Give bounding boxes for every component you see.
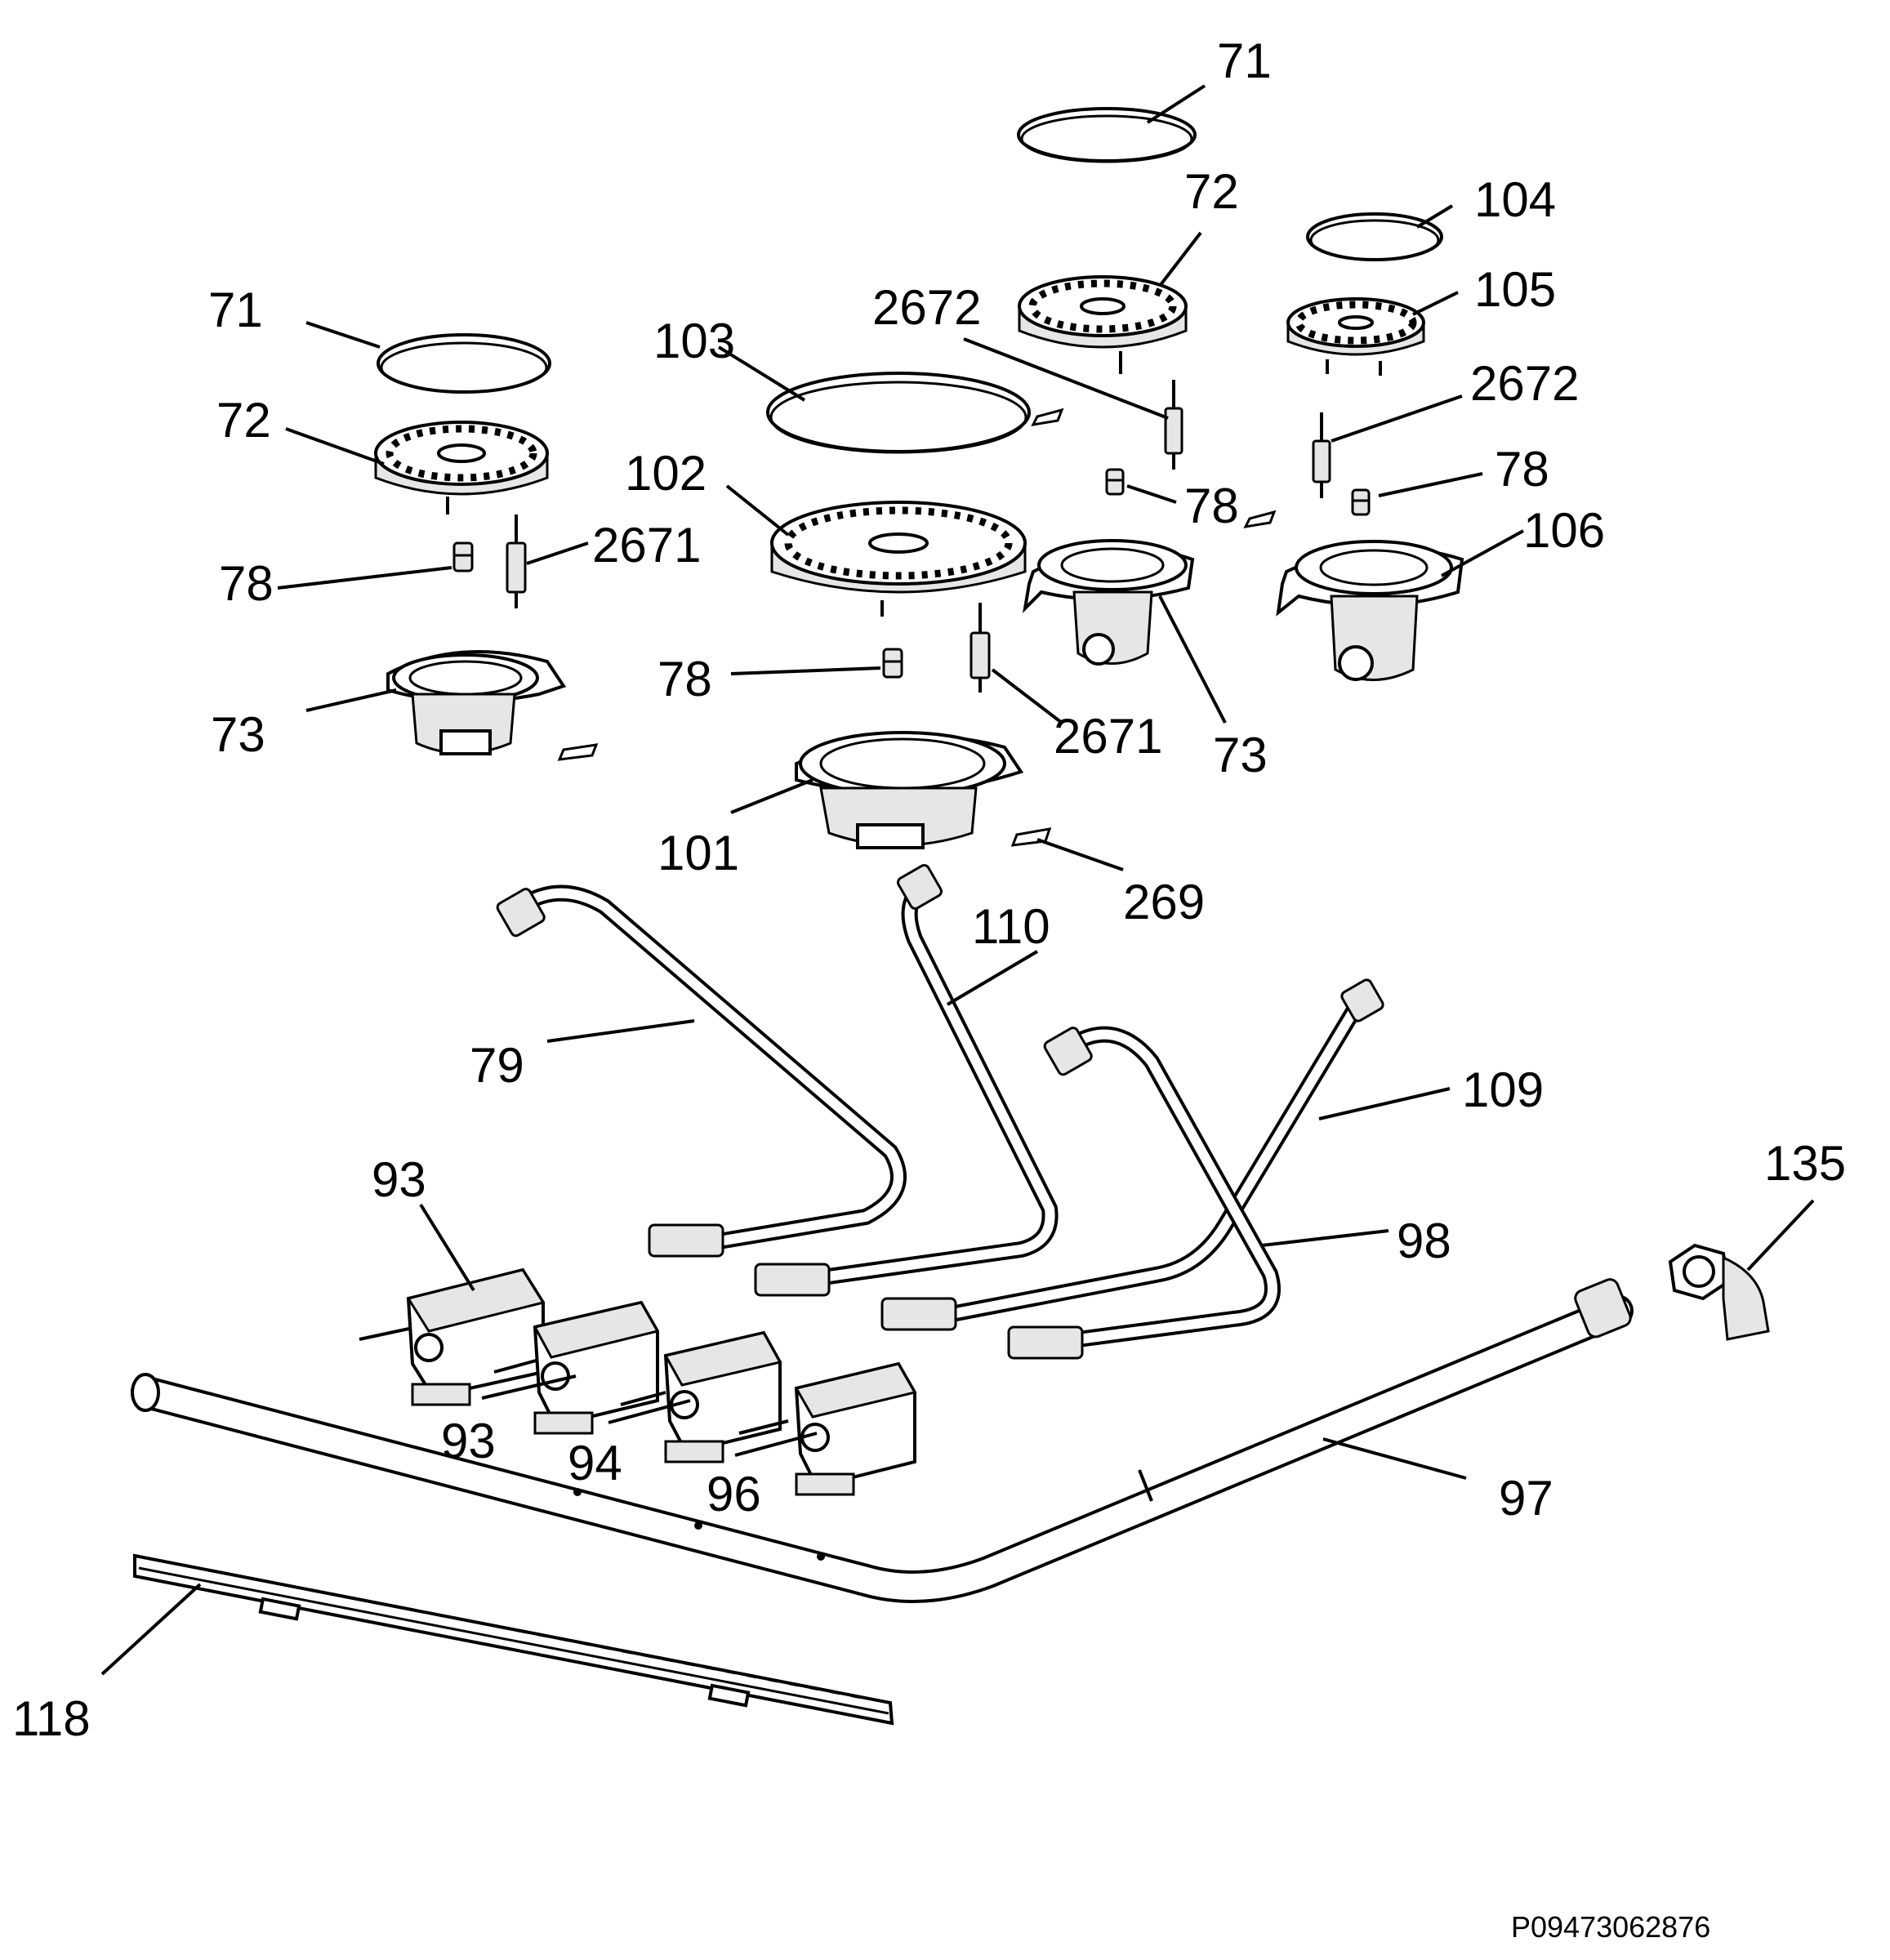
burner-body-101	[795, 731, 1024, 849]
callout-104: 104	[1474, 172, 1556, 227]
gas-pipe-79	[496, 884, 907, 1258]
callout-105: 105	[1474, 262, 1556, 317]
gas-tap-93-top	[359, 1267, 546, 1406]
callout-96: 96	[707, 1467, 761, 1521]
injector-78-mid	[1105, 468, 1125, 496]
burner-body-73-left	[386, 650, 567, 755]
callout-73-left: 73	[211, 707, 265, 762]
callout-78-right: 78	[1495, 442, 1549, 497]
callout-102: 102	[625, 446, 707, 501]
burner-crown-105	[1286, 297, 1425, 376]
gas-pipe-109	[880, 978, 1384, 1331]
callout-73-right: 73	[1213, 728, 1268, 782]
callout-101: 101	[657, 826, 739, 880]
gas-tap-93-bottom	[493, 1300, 660, 1435]
callout-269: 269	[1123, 875, 1205, 929]
burner-body-106	[1276, 540, 1464, 681]
screw-clip-a	[1031, 408, 1064, 426]
leader-lines	[100, 84, 1815, 1676]
gas-manifold-rail-97	[131, 1278, 1634, 1603]
burner-crown-72-left	[374, 421, 549, 514]
burner-cap-71-top	[1017, 107, 1197, 163]
gas-pipe-110	[754, 864, 1059, 1297]
ignition-plug-2672-right	[1312, 412, 1331, 498]
callout-110: 110	[972, 899, 1050, 954]
ignition-plug-2671-center	[970, 603, 991, 693]
callout-78-mid: 78	[1184, 479, 1239, 533]
callout-71-top: 71	[1217, 33, 1272, 88]
screw-clip-c	[557, 743, 599, 761]
burner-cap-103	[766, 372, 1031, 454]
gas-tap-94	[620, 1330, 782, 1463]
injector-78-left	[452, 541, 474, 572]
callout-93-top: 93	[372, 1152, 426, 1207]
callout-118: 118	[12, 1691, 91, 1746]
callout-78-center: 78	[657, 652, 712, 706]
callout-103: 103	[653, 314, 735, 368]
callout-2671-center: 2671	[1054, 709, 1162, 764]
callout-109: 109	[1462, 1062, 1544, 1117]
elbow-connector-135	[1668, 1243, 1770, 1341]
gas-tap-96	[738, 1361, 917, 1496]
callout-72-top: 72	[1184, 164, 1239, 219]
callout-2671-left: 2671	[592, 518, 701, 572]
burner-cap-104	[1306, 212, 1443, 261]
callout-79: 79	[470, 1038, 524, 1093]
callout-71-left: 71	[208, 283, 263, 337]
callout-98: 98	[1397, 1214, 1451, 1268]
callout-94: 94	[568, 1436, 622, 1490]
callout-93-bottom: 93	[441, 1414, 496, 1468]
burner-body-73-right	[1023, 539, 1195, 666]
ignition-plug-2671-left	[506, 514, 527, 608]
mounting-bracket-118	[133, 1553, 894, 1726]
gas-pipe-98	[1007, 1026, 1281, 1360]
burner-crown-72-top	[1018, 275, 1188, 374]
callout-labels: 71 72 104 105 2672 2672 71 103 72 102 78…	[12, 33, 1846, 1944]
injector-78-center	[882, 648, 903, 679]
burner-crown-102	[770, 501, 1027, 617]
ignition-plug-2672-left	[1164, 380, 1183, 470]
burner-cap-71-left	[377, 333, 551, 394]
callout-135: 135	[1764, 1136, 1846, 1191]
callout-106: 106	[1523, 503, 1605, 558]
drawing-code: P09473062876	[1511, 1910, 1710, 1944]
callout-78-left: 78	[219, 556, 274, 611]
callout-97: 97	[1499, 1471, 1553, 1526]
callout-2672-left: 2672	[872, 280, 981, 335]
callout-72-left: 72	[216, 393, 271, 448]
screw-clip-b	[1243, 510, 1277, 528]
callout-2672-right: 2672	[1470, 356, 1579, 411]
injector-78-right	[1351, 488, 1371, 516]
